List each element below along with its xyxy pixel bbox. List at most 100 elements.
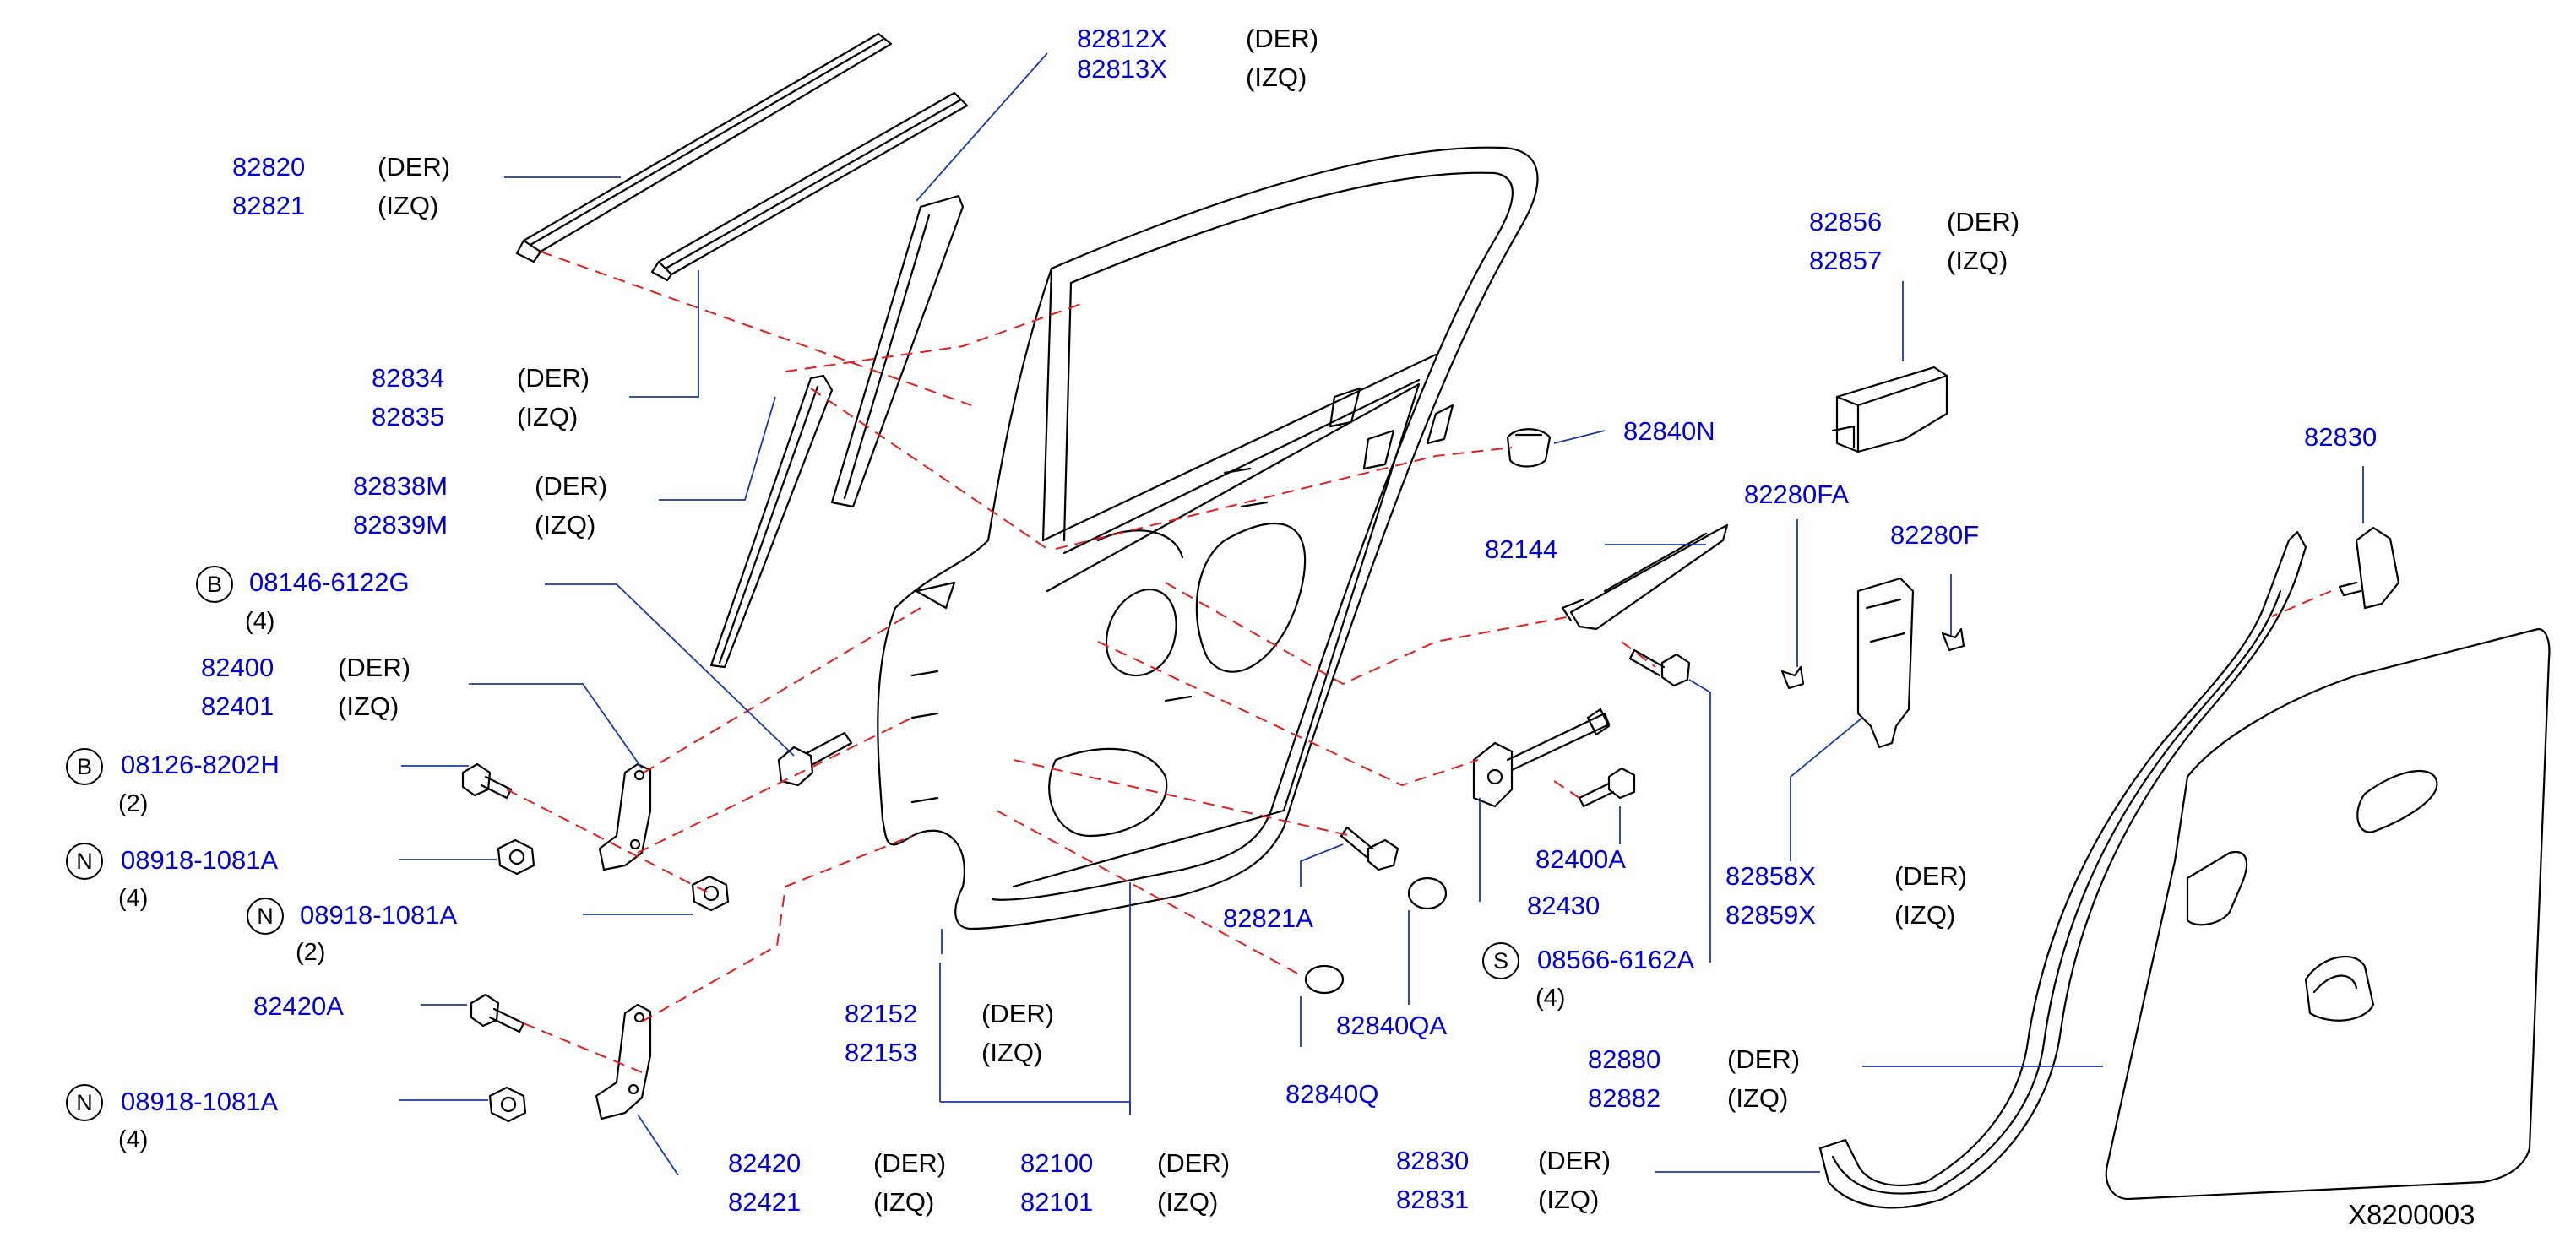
- outer-weatherstrip: [515, 32, 893, 263]
- part-number: 82840QA: [1336, 1011, 1447, 1040]
- side-label: (IZQ): [1538, 1185, 1600, 1214]
- callout-c14: 82100 (DER) 82101 (IZQ): [1020, 1144, 1230, 1222]
- part-number: 82840N: [1623, 416, 1715, 446]
- part-number: 82834: [372, 363, 445, 393]
- side-label: (IZQ): [981, 1038, 1043, 1067]
- part-number: 82856: [1809, 207, 1883, 236]
- assembly-lines: [506, 251, 2332, 1073]
- part-number: 82835: [372, 402, 445, 431]
- side-label: (IZQ): [1947, 246, 2008, 275]
- callout-c15: 82821A: [1223, 903, 1313, 934]
- callout-c25: 82430: [1527, 891, 1600, 921]
- prefix-badge: N: [66, 1084, 103, 1121]
- check-link: [1472, 708, 1611, 808]
- leader-lines: [399, 52, 2364, 1176]
- part-number: 08126-8202H: [121, 750, 280, 779]
- bracket-82856: [1831, 366, 1948, 453]
- side-label: (IZQ): [517, 402, 579, 431]
- side-label: (IZQ): [1157, 1187, 1219, 1217]
- plug-82840Q: [1304, 964, 1345, 995]
- prefix-badge: N: [66, 843, 103, 880]
- callout-c6: 82400 (DER) 82401 (IZQ): [201, 648, 410, 726]
- part-number: 82101: [1020, 1187, 1094, 1217]
- callout-c18: 82840N: [1623, 416, 1715, 447]
- side-label: (IZQ): [378, 191, 439, 220]
- bracket-82144: [1561, 523, 1729, 631]
- side-label: (DER): [1894, 861, 1968, 891]
- side-label: (DER): [873, 1148, 947, 1178]
- part-number: 82400: [201, 653, 274, 682]
- callout-c16: 82840QA: [1336, 1011, 1447, 1041]
- bolt-08146: [777, 731, 853, 787]
- plug-82840QA: [1407, 876, 1448, 910]
- door-trim: [2105, 627, 2551, 1201]
- clip-82280FA: [1780, 665, 1805, 690]
- part-number: 08566-6162A: [1537, 945, 1695, 974]
- part-number: 82421: [728, 1187, 802, 1217]
- bolt-82400A: [1578, 767, 1636, 808]
- callout-c5: 08146-6122G: [249, 567, 410, 598]
- nut-08918-a: [497, 838, 535, 876]
- part-number: 82820: [232, 152, 306, 182]
- callout-c7: 08126-8202H: [121, 750, 280, 780]
- side-label: (DER): [1157, 1148, 1231, 1178]
- callout-c1: 82812X (DER) 82813X (IZQ): [1077, 24, 1318, 92]
- side-label: (IZQ): [873, 1187, 935, 1217]
- callout-c9: 08918-1081A: [300, 900, 457, 930]
- part-number: 82430: [1527, 891, 1600, 920]
- part-number: 82838M: [353, 471, 448, 501]
- part-number: 82859X: [1725, 900, 1816, 930]
- part-number: 82831: [1396, 1185, 1470, 1214]
- part-number: 82857: [1809, 246, 1883, 275]
- screw-82821A: [1340, 826, 1399, 871]
- callout-c19: 82856 (DER) 82857 (IZQ): [1809, 203, 2019, 280]
- side-label: (IZQ): [535, 510, 596, 540]
- part-number: 82830: [1396, 1146, 1470, 1175]
- callout-c23: 82830: [2304, 422, 2377, 453]
- quantity: (4): [245, 608, 275, 635]
- callout-c12: 82420 (DER) 82421 (IZQ): [728, 1144, 946, 1222]
- prefix-badge: B: [196, 566, 233, 603]
- clip-82280F: [1941, 627, 1965, 652]
- part-number: 82152: [845, 999, 918, 1028]
- prefix-badge: N: [247, 898, 284, 935]
- side-label: (DER): [1727, 1044, 1801, 1074]
- screw-08566: [1628, 648, 1691, 687]
- part-number: 08146-6122G: [249, 567, 410, 597]
- quantity: (4): [118, 1126, 149, 1153]
- callout-c13: 82152 (DER) 82153 (IZQ): [845, 995, 1054, 1072]
- part-number: 82401: [201, 692, 274, 721]
- part-number: 82280F: [1890, 520, 1980, 550]
- side-label: (DER): [378, 152, 451, 182]
- part-number: 82830: [2304, 422, 2378, 452]
- part-number: 82812X: [1077, 24, 1167, 53]
- side-label: (DER): [981, 999, 1055, 1028]
- inner-weatherstrip: [650, 91, 969, 282]
- part-number: 82839M: [353, 510, 448, 540]
- part-number: 82280FA: [1744, 480, 1850, 509]
- side-label: (DER): [1538, 1146, 1611, 1175]
- callout-c22: 82280F: [1890, 520, 1979, 551]
- part-number: 08918-1081A: [121, 845, 279, 875]
- bolt-08126: [461, 762, 513, 800]
- quantity: (2): [296, 939, 326, 966]
- callout-c10: 82420A: [253, 991, 344, 1022]
- quantity: (2): [118, 790, 149, 817]
- door-shell: [877, 146, 1539, 930]
- callout-c26: 08566-6162A: [1537, 945, 1694, 975]
- part-number: 82840Q: [1285, 1079, 1379, 1109]
- callout-c28: 82880 (DER) 82882 (IZQ): [1588, 1040, 1800, 1118]
- bolt-82420A: [470, 993, 525, 1033]
- part-number: 82880: [1588, 1044, 1661, 1074]
- nut-08918-b: [691, 875, 730, 912]
- callout-c29: 82830 (DER) 82831 (IZQ): [1396, 1142, 1611, 1219]
- part-number: 82821: [232, 191, 306, 220]
- side-label: (DER): [517, 363, 590, 393]
- callout-c8: 08918-1081A: [121, 845, 278, 876]
- side-label: (DER): [535, 471, 608, 501]
- part-number: 82153: [845, 1038, 918, 1067]
- lower-weatherstrip: [1818, 530, 2307, 1209]
- part-number: 82858X: [1725, 861, 1816, 891]
- side-label: (IZQ): [1246, 62, 1307, 92]
